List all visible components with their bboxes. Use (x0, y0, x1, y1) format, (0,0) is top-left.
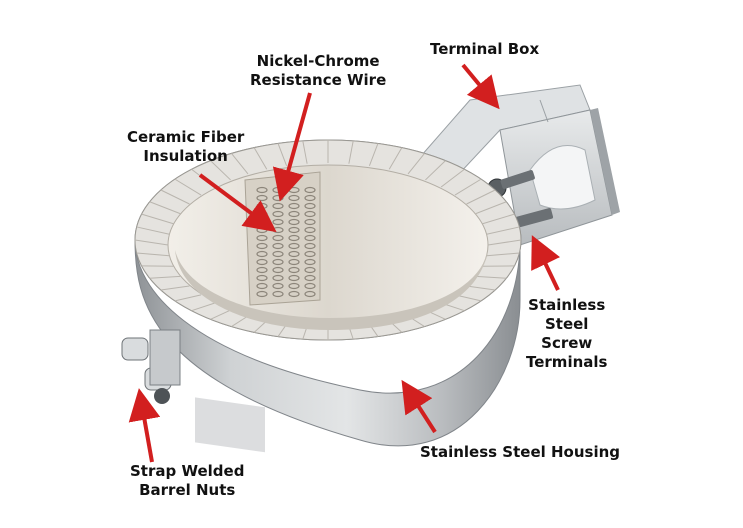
ceramic-rim (135, 140, 521, 340)
label-terminal-box-text: Terminal Box (430, 40, 539, 58)
arrow-terminal-box (463, 65, 492, 100)
label-nickel-chrome-line2: Resistance Wire (250, 71, 386, 90)
label-screw-terminals-line3: Screw (526, 334, 607, 353)
label-barrel-nuts: Strap Welded Barrel Nuts (130, 462, 244, 500)
label-ceramic-fiber-line2: Insulation (127, 147, 244, 166)
label-barrel-nuts-line2: Barrel Nuts (130, 481, 244, 500)
label-nickel-chrome: Nickel-Chrome Resistance Wire (250, 52, 386, 90)
label-housing: Stainless Steel Housing (420, 443, 620, 462)
label-screw-terminals-line2: Steel (526, 315, 607, 334)
label-ceramic-fiber: Ceramic Fiber Insulation (127, 128, 244, 166)
label-screw-terminals-line4: Terminals (526, 353, 607, 372)
arrow-barrel-nuts (141, 400, 152, 462)
label-terminal-box: Terminal Box (430, 40, 539, 59)
barrel-nuts (122, 330, 180, 404)
label-nickel-chrome-line1: Nickel-Chrome (250, 52, 386, 71)
label-housing-text: Stainless Steel Housing (420, 443, 620, 461)
label-screw-terminals: Stainless Steel Screw Terminals (526, 296, 607, 372)
label-screw-terminals-line1: Stainless (526, 296, 607, 315)
label-barrel-nuts-line1: Strap Welded (130, 462, 244, 481)
arrow-screw-terminals (537, 246, 558, 290)
label-ceramic-fiber-line1: Ceramic Fiber (127, 128, 244, 147)
